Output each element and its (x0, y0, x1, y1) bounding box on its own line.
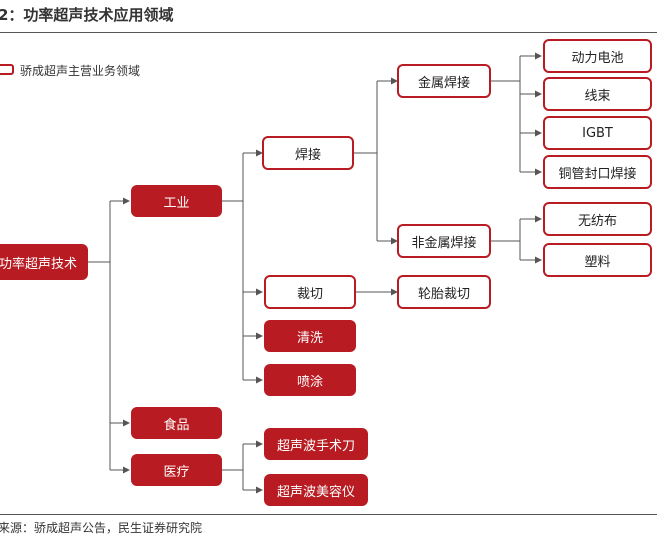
node-harness: 线束 (543, 77, 652, 111)
legend-label: 骄成超声主营业务领域 (20, 64, 141, 78)
legend-swatch (0, 64, 14, 75)
node-nonwoven: 无纺布 (543, 202, 652, 236)
node-root: 功率超声技术 (0, 244, 88, 280)
figure-title: 2：功率超声技术应用领域 (0, 6, 174, 24)
node-cleaning: 清洗 (264, 320, 356, 352)
node-food: 食品 (131, 407, 222, 439)
node-medical: 医疗 (131, 454, 222, 486)
node-plastic: 塑料 (543, 243, 652, 277)
node-spraying: 喷涂 (264, 364, 356, 396)
top-rule (0, 32, 657, 33)
node-cutting: 裁切 (264, 275, 356, 309)
source-note: 来源：骄成超声公告，民生证券研究院 (0, 521, 203, 535)
node-scalpel: 超声波手术刀 (264, 428, 368, 460)
node-welding: 焊接 (262, 136, 354, 170)
node-beauty: 超声波美容仪 (264, 474, 368, 506)
node-nonmetal-welding: 非金属焊接 (397, 224, 491, 258)
node-igbt: IGBT (543, 116, 652, 150)
node-battery: 动力电池 (543, 39, 652, 73)
node-industry: 工业 (131, 185, 222, 217)
bottom-rule (0, 514, 657, 515)
node-metal-welding: 金属焊接 (397, 64, 491, 98)
node-copper: 铜管封口焊接 (543, 155, 652, 189)
node-tire-cutting: 轮胎裁切 (397, 275, 491, 309)
